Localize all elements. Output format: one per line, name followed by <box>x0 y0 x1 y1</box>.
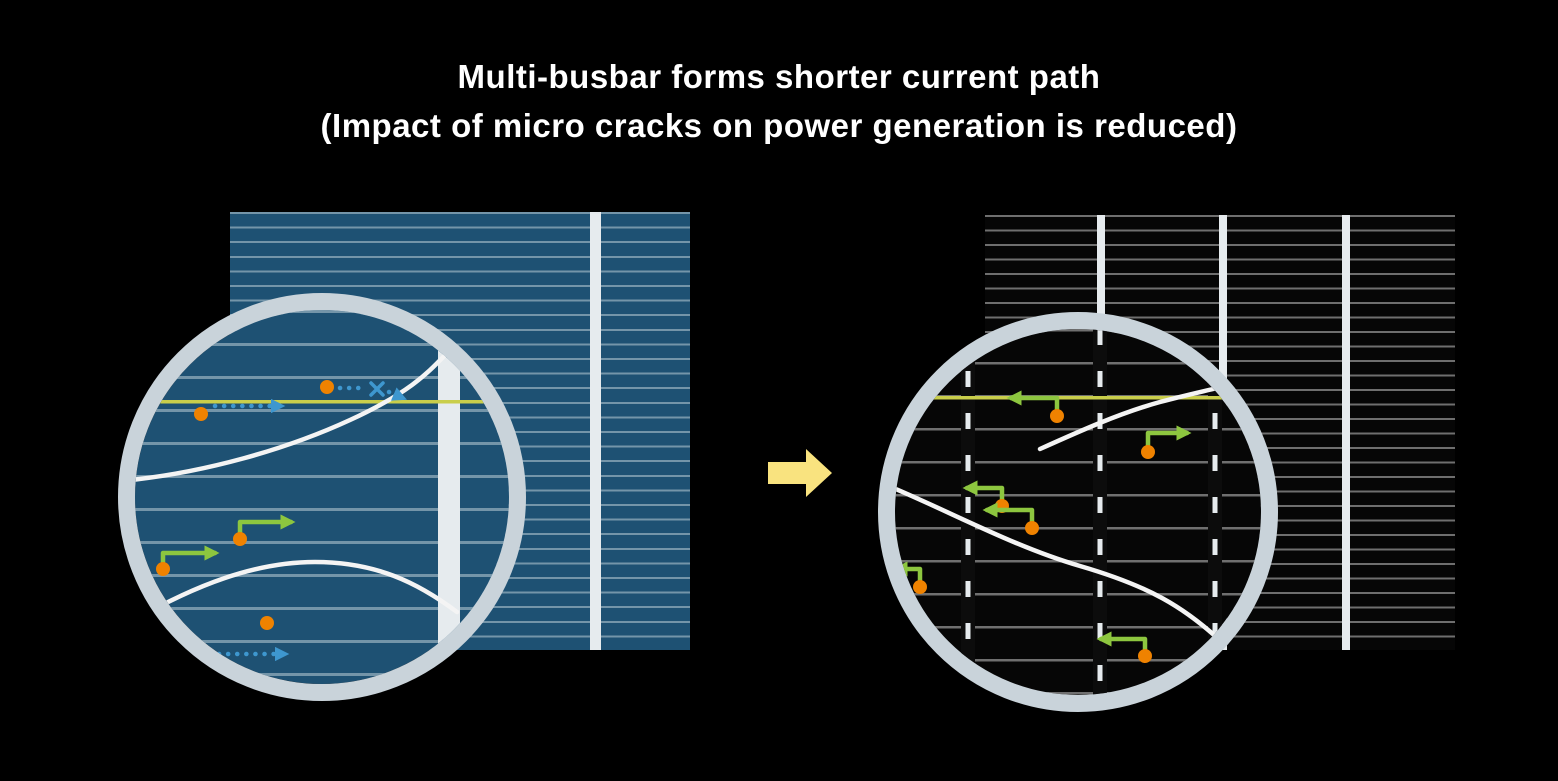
current-origin-dot <box>1141 445 1155 459</box>
magnifier-right <box>878 312 1278 712</box>
busbar <box>590 212 601 650</box>
current-origin-dot <box>194 407 208 421</box>
diagram-title: Multi-busbar forms shorter current path … <box>0 52 1558 150</box>
current-origin-dot <box>198 653 212 667</box>
title-line-1: Multi-busbar forms shorter current path <box>457 58 1101 95</box>
short-path-arrow-icon <box>237 514 296 535</box>
short-path-arrow-icon <box>1145 425 1192 448</box>
current-origin-dot <box>1138 649 1152 663</box>
short-path-arrow-icon <box>1006 390 1060 412</box>
busbar <box>1342 215 1350 650</box>
transition-arrow-icon <box>768 449 832 497</box>
short-path-arrow-icon <box>982 502 1035 524</box>
short-path-arrow-icon <box>895 561 923 583</box>
highlighted-finger-line <box>135 400 509 404</box>
busbar <box>961 329 975 695</box>
micro-crack-line <box>135 559 460 623</box>
micro-crack-line <box>895 486 1234 654</box>
current-origin-dot <box>1025 521 1039 535</box>
current-origin-dot <box>1050 409 1064 423</box>
long-path-arrow-icon <box>386 387 407 401</box>
magnifier-left-detail <box>135 310 509 684</box>
highlighted-finger-line <box>895 396 1261 400</box>
busbar <box>438 310 460 684</box>
short-path-arrow-icon <box>1096 631 1148 652</box>
title-line-2: (Impact of micro cracks on power generat… <box>320 107 1238 144</box>
micro-crack-line <box>135 347 453 482</box>
current-origin-dot <box>260 616 274 630</box>
current-origin-dot <box>913 580 927 594</box>
current-origin-dot <box>320 380 334 394</box>
micro-crack-line <box>1037 382 1232 452</box>
current-origin-dot <box>156 562 170 576</box>
blocked-x-icon <box>369 381 385 397</box>
current-origin-dot <box>233 532 247 546</box>
short-path-arrow-icon <box>160 545 220 565</box>
short-path-arrow-icon <box>962 480 1005 502</box>
magnifier-left <box>118 293 526 701</box>
magnifier-right-detail <box>895 329 1261 695</box>
